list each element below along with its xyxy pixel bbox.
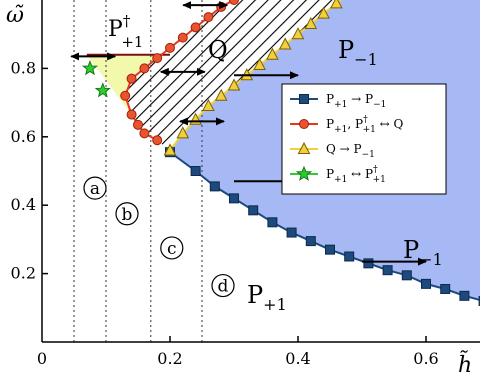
series-1-point-1 [190,166,201,176]
series-2-point-7 [152,53,163,64]
region-label-p-minus-upper: P−1 [338,36,378,69]
series-3-point-12 [317,6,330,19]
series-3-point-9 [278,37,292,50]
legend-box [281,83,447,195]
series-3-point-13 [330,0,343,9]
series-3-point-7 [253,57,266,70]
series-1-point-15 [459,290,470,301]
x-axis-label: h̃ [458,351,472,378]
series-2-point-4 [120,90,131,101]
y-tick-label-0.8: 0.8 [11,58,36,77]
series-3-point-10 [291,27,305,40]
series-2-point-12 [216,1,227,12]
series-3-point-5 [227,78,241,91]
x-tick-label-0.2: 0.2 [157,349,182,368]
series-1-point-12 [401,270,412,281]
region-label-q: Q [208,36,228,64]
region-label-p-plus: P+1 [247,281,287,314]
cut-label-c: c [167,239,177,259]
x-tick-label-0: 0 [37,349,47,368]
series-1-point-2 [209,181,220,192]
series-1-point-3 [229,193,239,204]
y-tick-label-0.4: 0.4 [11,195,36,214]
y-axis-label: ω̃ [6,3,24,28]
series-2-point-8 [165,42,175,53]
series-1-point-6 [286,227,297,238]
series-2-point-1 [139,128,150,139]
cut-labels: a b c d [83,176,235,298]
y-tick-label-0.2: 0.2 [11,264,36,283]
cut-label-circle-d [211,273,235,298]
region-q-hatched [125,0,341,151]
cut-label-a: a [90,179,100,199]
y-tick-label-0.6: 0.6 [11,127,36,146]
series-4-point-1 [94,82,111,98]
series-1-point-4 [248,205,259,216]
x-tick-label-0.6: 0.6 [413,349,438,368]
series-1-point-7 [305,236,316,247]
series-1-point-13 [421,278,431,289]
axis-ticks: 0 0.2 0.4 0.6 0.2 0.4 0.6 0.8 [11,58,439,368]
legend-marker-1 [299,119,309,129]
series-3-point-0 [163,143,177,156]
series-2-point-11 [203,12,214,23]
series-2-point-5 [126,73,137,84]
series-1-point-8 [325,244,335,255]
cut-label-d: d [218,277,229,297]
series-3-point-8 [266,47,279,60]
series-2-point-13 [229,0,239,5]
series-2-point-10 [190,22,201,33]
series-1-point-9 [344,251,355,262]
legend-label-2: Q → P−1 [326,142,375,160]
series-2-point-9 [177,32,188,43]
cut-label-circle-b [115,202,139,226]
x-tick-label-0.4: 0.4 [285,349,310,368]
region-label-p-minus-lower: P−1 [403,236,443,269]
series-3-point-4 [214,88,228,101]
legend-label-1: P+1, P†+1 ↔ Q [326,115,404,135]
series-q-to-p-minus-line [169,0,343,152]
region-label-p-dagger: P†+1 [108,12,143,51]
series-1-point-5 [267,217,278,228]
cut-label-b: b [122,205,133,225]
series-2-point-2 [133,119,143,130]
legend-label-3: P+1 ↔ P†+1 [326,165,386,185]
legend-label-0: P+1 → P−1 [326,92,386,110]
legend-marker-0 [299,94,309,104]
legend: P+1 → P−1P+1, P†+1 ↔ Q Q → P−1P+1 ↔ P†+1 [281,83,447,195]
series-3-point-3 [202,98,215,112]
series-2-point-3 [126,109,137,120]
series-3-point-11 [304,16,318,29]
series-1-point-11 [382,265,393,276]
legend-marker-2 [297,141,311,154]
series-2-point-0 [152,135,163,146]
series-2-point-6 [139,63,150,74]
cut-label-circle-c [160,236,184,260]
series-3-point-1 [176,126,190,139]
series-1-point-14 [440,283,451,294]
series-1-point-10 [363,258,374,269]
legend-marker-3 [295,165,313,181]
cut-label-circle-a [83,176,107,200]
series-4-point-0 [81,60,99,76]
